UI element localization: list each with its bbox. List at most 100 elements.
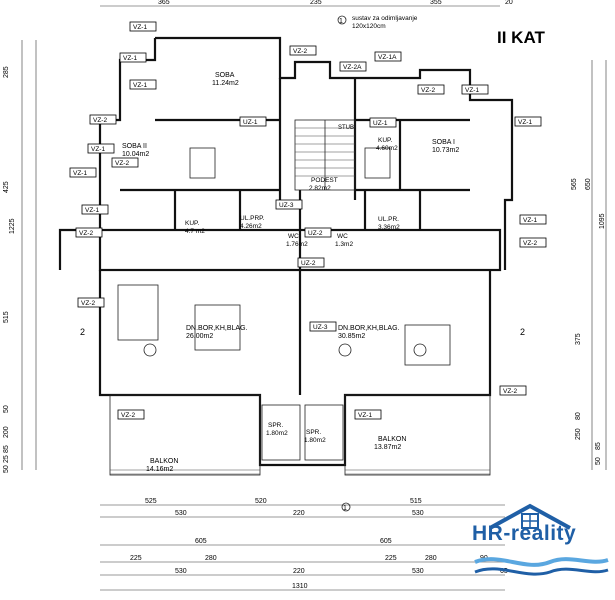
door-tag-26: VZ-1 xyxy=(461,84,489,95)
labels: SOBA 11.24m2 SOBA II 10.04m2 SOBA I 10.7… xyxy=(122,15,459,473)
door-tag-8: VZ-1 xyxy=(81,204,109,215)
room-area-podest: 2.82m2 xyxy=(309,185,331,192)
bottom-r4-1: 530 xyxy=(175,568,187,575)
door-tag-20: VZ-2 xyxy=(75,227,103,238)
bottom-r3-6: 280 xyxy=(425,555,437,562)
bottom-r4-4: 65 xyxy=(500,568,508,575)
bottom-r3-1: 605 xyxy=(195,538,207,545)
bottom-r3-3: 225 xyxy=(130,555,142,562)
staircase-note-1: sustav za odimljavanje xyxy=(352,15,418,22)
room-name-balkon-right: BALKON xyxy=(378,436,406,443)
room-area-wc-right: 1.3m2 xyxy=(335,241,353,248)
left-dim-1: 285 xyxy=(3,66,10,78)
left-dim-8: 25 xyxy=(3,455,10,463)
door-tag-1: VZ-1 xyxy=(129,21,157,32)
section-markers: 1 1 2 2 xyxy=(80,15,525,512)
room-area-kup-right: 4.60m2 xyxy=(376,145,398,152)
walls xyxy=(58,36,514,476)
room-name-balkon-left: BALKON xyxy=(150,458,178,465)
door-tag-label: UZ-1 xyxy=(243,119,258,126)
room-area-soba-ii: 10.04m2 xyxy=(122,151,149,158)
door-tag-label: VZ-1 xyxy=(91,146,105,153)
door-tag-label: VZ-2 xyxy=(503,388,517,395)
bottom-r2-1: 530 xyxy=(175,510,187,517)
door-tag-6: VZ-1 xyxy=(87,143,115,154)
door-tag-label: VZ-2 xyxy=(523,240,537,247)
top-dim-2: 235 xyxy=(310,0,322,6)
right-dim-2: 1095 xyxy=(599,213,606,229)
door-tag-label: VZ-2 xyxy=(121,412,135,419)
room-name-living-right: DN.BOR,KH,BLAG. xyxy=(338,325,400,332)
left-dim-7: 85 xyxy=(3,445,10,453)
left-dim-6: 200 xyxy=(3,426,10,438)
door-tag-17: UZ-3 xyxy=(275,199,303,210)
bottom-r3-4: 280 xyxy=(205,555,217,562)
door-tag-label: VZ-1A xyxy=(378,54,397,61)
top-dim-1: 365 xyxy=(158,0,170,6)
section-mark-1-top: 1 xyxy=(339,18,343,25)
door-tag-label: VZ-1 xyxy=(523,217,537,224)
door-tag-21: VZ-2 xyxy=(77,297,105,308)
left-dim-9: 50 xyxy=(3,465,10,473)
door-tag-label: VZ-1 xyxy=(133,24,147,31)
door-tag-13: VZ-1 xyxy=(519,214,547,225)
door-tag-4: VZ-1 xyxy=(129,79,157,90)
right-dim-3: 565 xyxy=(571,178,578,190)
door-tag-3: VZ-1 xyxy=(119,52,147,63)
dimension-lines xyxy=(21,5,607,591)
room-name-spr-right: SPR. xyxy=(306,429,321,436)
right-dim-5: 80 xyxy=(575,412,582,420)
room-name-podest: PODEST xyxy=(311,177,338,184)
room-area-living-left: 26.00m2 xyxy=(186,333,213,340)
room-area-kup-left: 4.7 m2 xyxy=(185,228,205,235)
door-tag-label: VZ-2 xyxy=(81,300,95,307)
room-name-soba-ii: SOBA II xyxy=(122,143,147,150)
right-dim-7: 85 xyxy=(595,442,602,450)
bottom-r1-1: 525 xyxy=(145,498,157,505)
door-tag-11: VZ-2 xyxy=(417,84,445,95)
door-tag-label: VZ-2 xyxy=(115,160,129,167)
door-tag-label: UZ-3 xyxy=(313,324,328,331)
room-area-balkon-left: 14.16m2 xyxy=(146,466,173,473)
staircase-note-2: 120x120cm xyxy=(352,23,386,30)
door-tag-27: VZ-1 xyxy=(69,167,97,178)
door-tag-12: VZ-1 xyxy=(514,116,542,127)
door-tag-2: VZ-2 xyxy=(289,45,317,56)
room-area-spr-right: 1.80m2 xyxy=(304,437,326,444)
right-dim-6: 250 xyxy=(575,428,582,440)
room-area-balkon-right: 13.87m2 xyxy=(374,444,401,451)
left-dim-4: 1225 xyxy=(9,218,16,234)
right-dim-8: 50 xyxy=(595,457,602,465)
right-dim-4: 375 xyxy=(575,333,582,345)
bottom-r2-3: 530 xyxy=(412,510,424,517)
door-tag-label: VZ-2 xyxy=(79,230,93,237)
logo-text: HR-reality xyxy=(472,522,577,545)
section-mark-1-bottom: 1 xyxy=(343,505,347,512)
room-name-kup-right: KUP. xyxy=(378,137,393,144)
door-tag-label: VZ-1 xyxy=(465,87,479,94)
door-tag-23: VZ-1 xyxy=(354,409,382,420)
door-tag-label: VZ-2A xyxy=(343,64,362,71)
door-tag-label: UZ-3 xyxy=(279,202,294,209)
door-tag-22: VZ-2 xyxy=(117,409,145,420)
door-tag-19: UZ-3 xyxy=(309,321,337,332)
bottom-r1-2: 520 xyxy=(255,498,267,505)
door-tag-label: VZ-2 xyxy=(93,117,107,124)
door-tag-label: VZ-2 xyxy=(293,48,307,55)
door-tag-7: VZ-2 xyxy=(111,157,139,168)
door-tag-10: VZ-2A xyxy=(339,61,367,72)
room-area-ulpr: 3.36m2 xyxy=(378,224,400,231)
door-tag-label: UZ-2 xyxy=(301,260,316,267)
staircase xyxy=(294,119,356,191)
bottom-r3-2: 605 xyxy=(380,538,392,545)
bottom-r4-3: 530 xyxy=(412,568,424,575)
top-dim-4: 20 xyxy=(505,0,513,6)
top-dim-3: 355 xyxy=(430,0,442,6)
room-name-soba: SOBA xyxy=(215,72,235,79)
furniture xyxy=(117,147,451,366)
floor-title: II KAT xyxy=(497,28,545,47)
section-mark-2-left: 2 xyxy=(80,327,85,337)
bottom-r4-2: 220 xyxy=(293,568,305,575)
stair-label: STUB. xyxy=(338,125,356,131)
